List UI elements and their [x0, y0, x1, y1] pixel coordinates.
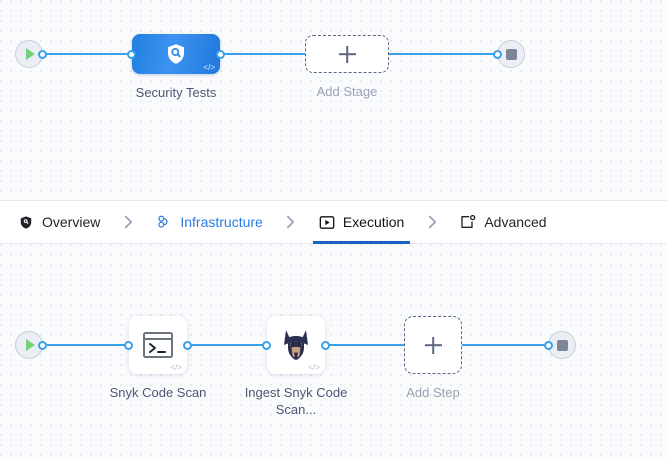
add-step-node[interactable]: Add Step	[404, 316, 462, 400]
shield-search-icon	[163, 41, 189, 67]
code-badge-icon: </>	[203, 63, 215, 72]
edge-start-to-step-1	[47, 344, 128, 346]
step-1-output-port[interactable]	[183, 340, 192, 350]
tab-advanced[interactable]: Advanced	[454, 201, 552, 243]
add-stage-label: Add Stage	[316, 84, 378, 99]
stage-input-port[interactable]	[127, 49, 136, 59]
tab-overview[interactable]: Overview	[12, 201, 106, 243]
step-label: Snyk Code Scan	[109, 385, 207, 400]
stage-label: Security Tests	[135, 85, 217, 100]
stage-output-port[interactable]	[216, 49, 225, 59]
stop-icon	[505, 48, 517, 60]
edge-add-to-end	[389, 53, 493, 55]
play-icon	[25, 48, 35, 60]
edge-start-to-stage	[47, 53, 131, 55]
tab-overview-label: Overview	[42, 214, 101, 230]
stop-icon	[556, 339, 568, 351]
step-end-port[interactable]	[544, 340, 553, 350]
start-port[interactable]	[38, 49, 47, 59]
terminal-icon	[141, 328, 175, 362]
tab-execution[interactable]: Execution	[312, 201, 411, 244]
step-node-snyk-code-scan[interactable]: </> Snyk Code Scan	[110, 316, 206, 400]
box-gear-icon	[460, 214, 476, 230]
chevron-right-icon	[410, 201, 454, 243]
step-start-port[interactable]	[38, 340, 47, 350]
tab-execution-label: Execution	[342, 214, 405, 230]
code-badge-icon: </>	[308, 363, 320, 372]
play-box-icon	[319, 214, 335, 230]
plus-icon	[339, 46, 356, 63]
add-step-button[interactable]	[404, 316, 462, 374]
step-node-ingest-snyk-code-scan[interactable]: </> Ingest Snyk Code Scan...	[245, 316, 347, 417]
edge-stage-to-add	[221, 53, 305, 55]
add-step-label: Add Step	[406, 385, 460, 400]
step-node-body[interactable]: </>	[267, 316, 325, 374]
add-stage-node[interactable]: Add Stage	[305, 35, 389, 99]
step-node-body[interactable]: </>	[129, 316, 187, 374]
edge-add-to-step-end	[462, 344, 544, 346]
step-2-output-port[interactable]	[321, 340, 330, 350]
chevron-right-icon	[269, 201, 313, 243]
step-canvas[interactable]: </> Snyk Code Scan	[0, 244, 667, 458]
stage-canvas[interactable]: </> Security Tests Add Stage	[0, 0, 667, 200]
nodes-icon	[156, 214, 172, 230]
edge-step-1-to-step-2	[188, 344, 266, 346]
shield-icon	[18, 214, 34, 230]
stage-node-security-tests[interactable]: </> Security Tests	[132, 34, 220, 100]
step-label: Ingest Snyk Code Scan...	[244, 385, 348, 417]
step-2-input-port[interactable]	[262, 340, 271, 350]
tab-infrastructure[interactable]: Infrastructure	[150, 201, 268, 243]
plus-icon	[425, 337, 442, 354]
end-port[interactable]	[493, 49, 502, 59]
step-1-input-port[interactable]	[124, 340, 133, 350]
edge-step-2-to-add	[326, 344, 404, 346]
stage-node-body[interactable]: </>	[132, 34, 220, 74]
tab-advanced-label: Advanced	[484, 214, 547, 230]
play-icon	[25, 339, 35, 351]
code-badge-icon: </>	[170, 363, 182, 372]
chevron-right-icon	[106, 201, 150, 243]
add-stage-button[interactable]	[305, 35, 389, 73]
snyk-doberman-icon	[279, 328, 313, 362]
stage-config-tabs[interactable]: Overview Infrastructure	[0, 200, 667, 244]
tab-infrastructure-label: Infrastructure	[180, 214, 263, 230]
